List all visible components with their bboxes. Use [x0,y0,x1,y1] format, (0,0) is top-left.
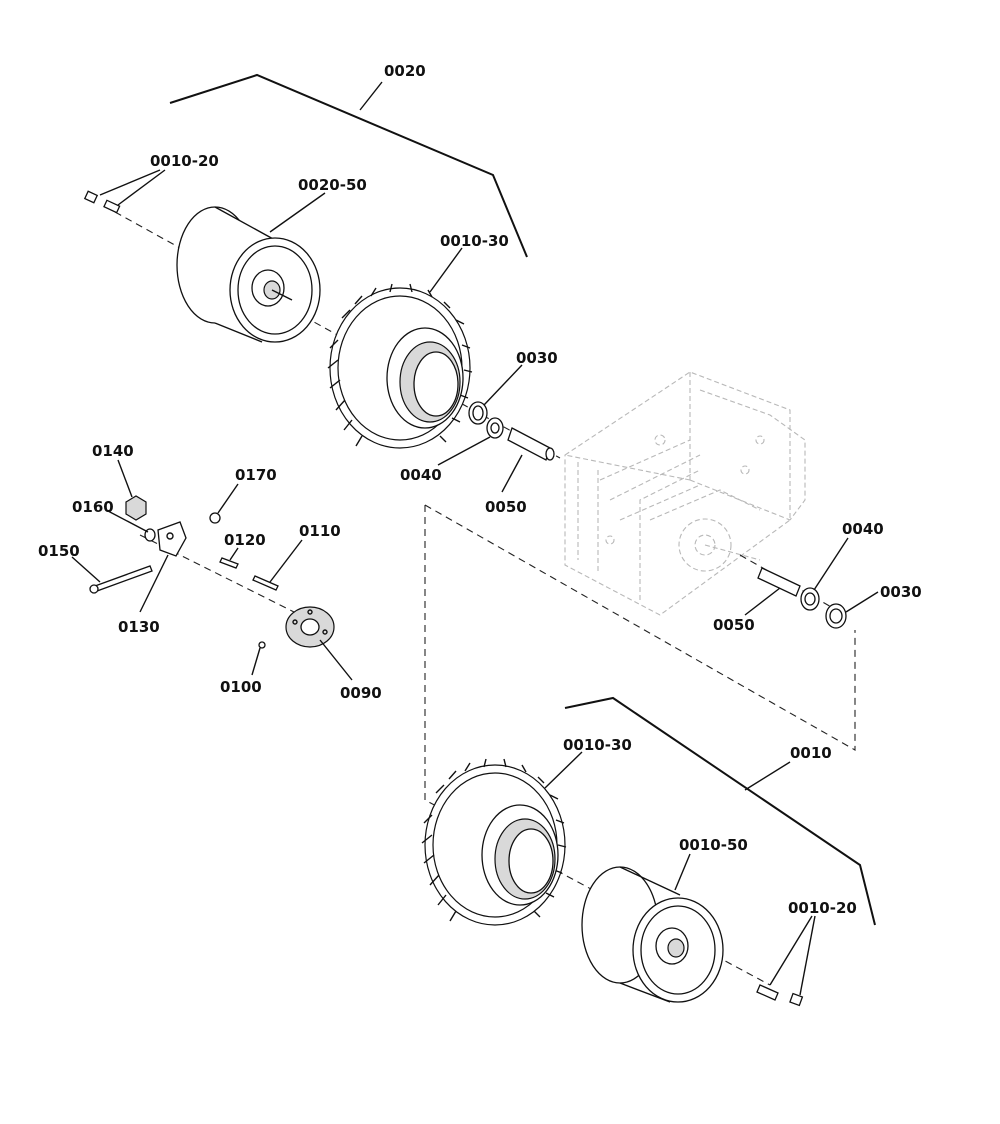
washer-0040-right [800,587,820,611]
label-0020: 0020 [384,62,426,80]
label-0010-50: 0010-50 [679,836,748,854]
bracket-0130 [157,521,187,557]
washer-0040-top [486,417,504,439]
label-0010-20-bottom: 0010-20 [788,899,857,917]
tire-top-treads [327,283,473,447]
retaining-ring-0030-right [825,603,847,629]
label-0020-50: 0020-50 [298,176,367,194]
label-0150: 0150 [38,542,80,560]
label-0050-right: 0050 [713,616,755,634]
label-0040-top: 0040 [400,466,442,484]
tire-bottom-treads [421,758,567,922]
pin-0110 [252,575,279,591]
valve-stem-top [83,190,121,214]
tire-top [327,283,473,449]
hub-plate-0090 [285,606,335,648]
label-0010-20-top: 0010-20 [150,152,219,170]
rim-bottom [581,866,724,1003]
retaining-ring-0030-top [468,401,488,425]
label-0030-top: 0030 [516,349,558,367]
label-0040-right: 0040 [842,520,884,538]
label-0100: 0100 [220,678,262,696]
tire-bottom [421,758,567,926]
rim-top [176,206,321,345]
nut-0170 [209,512,221,524]
label-0010-30-top: 0010-30 [440,232,509,250]
label-0050-top: 0050 [485,498,527,516]
label-0130: 0130 [118,618,160,636]
assembly-bracket-0010 [564,696,876,926]
screw-0100 [258,641,266,649]
bolt-0150 [89,565,153,594]
assembly-bracket-0020 [169,73,528,258]
label-0010-30-bottom: 0010-30 [563,736,632,754]
axle-tube-0050-right [757,567,801,597]
label-0140: 0140 [92,442,134,460]
label-0120: 0120 [224,531,266,549]
callout-labels: 0020 0010-20 0020-50 0010-30 0030 0040 0… [38,62,922,917]
knob-0140 [125,495,147,521]
label-0030-right: 0030 [880,583,922,601]
valve-stem-bottom [756,984,804,1007]
label-0090: 0090 [340,684,382,702]
label-0010: 0010 [790,744,832,762]
leader-lines [71,169,879,996]
label-0170: 0170 [235,466,277,484]
label-0110: 0110 [299,522,341,540]
label-0160: 0160 [72,498,114,516]
pin-0120 [219,557,239,569]
axle-tube-0050-top [507,427,555,461]
chassis-frame [564,371,806,616]
